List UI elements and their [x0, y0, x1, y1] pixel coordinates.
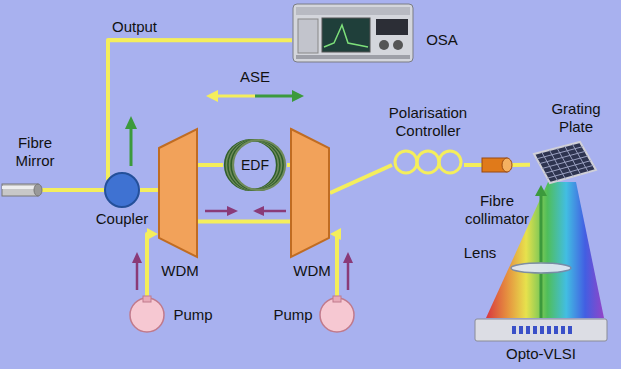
- component-shape: [290, 128, 330, 258]
- optical-fibre: [198, 221, 290, 222]
- component-label: OSA: [420, 31, 464, 49]
- component-label: WDM: [278, 262, 346, 280]
- ase-arrow: [206, 90, 304, 102]
- component-shape: [104, 172, 140, 208]
- optical-fibre: [108, 40, 292, 180]
- component-shape: [158, 128, 198, 258]
- component-label: Pump: [170, 306, 216, 324]
- component-shape: [482, 157, 512, 173]
- optical-fibre: [330, 228, 341, 296]
- component-shape: [318, 296, 356, 334]
- optical-fibre: [330, 165, 392, 193]
- component-shape: [510, 262, 572, 274]
- component-wdmR: WDM: [290, 128, 330, 258]
- optical-fibre: [512, 164, 530, 165]
- component-coil: EDF: [223, 135, 287, 195]
- component-label: Lens: [456, 244, 504, 262]
- component-opto: Opto-VLSI: [474, 318, 608, 342]
- component-label: WDM: [146, 262, 214, 280]
- component-shape: [128, 296, 166, 334]
- component-shape: [2, 182, 42, 198]
- component-pc: Polarisation Controller: [392, 150, 464, 180]
- component-label: Coupler: [88, 210, 156, 228]
- light-beam: [535, 185, 547, 262]
- component-coupler: Coupler: [104, 172, 140, 208]
- component-coll: Fibre collimator: [482, 157, 512, 173]
- component-grating: Grating Plate: [530, 140, 600, 185]
- component-shape: [292, 3, 414, 63]
- component-label: Fibre collimator: [456, 192, 538, 228]
- optical-fibre: [42, 190, 104, 191]
- output-arrow: [125, 116, 137, 166]
- component-pump: Pump: [128, 296, 166, 334]
- component-label: Polarisation Controller: [376, 104, 480, 140]
- annotation-label: ASE: [240, 68, 270, 86]
- component-label: EDF: [223, 135, 287, 195]
- optical-fibre: [287, 165, 290, 166]
- light-beam: [541, 274, 542, 318]
- component-label: Pump: [270, 306, 316, 324]
- component-shape: [392, 150, 464, 180]
- component-pump: Pump: [318, 296, 356, 334]
- component-osa: OSA: [292, 3, 414, 63]
- component-mirror: Fibre Mirror: [2, 182, 42, 198]
- component-shape: [474, 318, 608, 342]
- component-wdmL: WDM: [158, 128, 198, 258]
- component-lens: Lens: [510, 262, 572, 274]
- optical-fibre: [147, 228, 158, 296]
- optical-fibre: [140, 190, 158, 191]
- optical-fibre: [464, 165, 482, 166]
- component-label: Opto-VLSI: [481, 345, 601, 363]
- optical-fibre: [198, 165, 223, 166]
- component-label: Fibre Mirror: [4, 134, 66, 170]
- annotation-label: Output: [112, 18, 157, 36]
- component-shape: [530, 140, 600, 185]
- component-label: Grating Plate: [538, 100, 614, 136]
